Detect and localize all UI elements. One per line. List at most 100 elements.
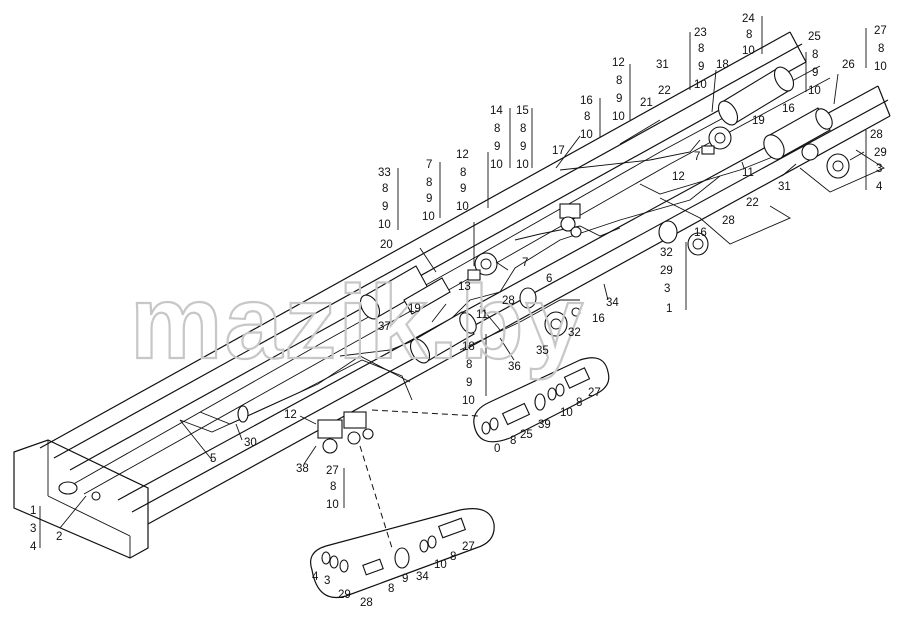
callout-8: 8 xyxy=(450,551,456,563)
valves xyxy=(58,126,850,501)
callout-9: 9 xyxy=(812,67,818,79)
callout-25: 25 xyxy=(520,429,533,441)
callout-20: 20 xyxy=(380,239,393,251)
callout-30: 30 xyxy=(244,437,257,449)
detail-group-lower xyxy=(310,508,495,598)
callout-4: 4 xyxy=(30,541,37,553)
tank-front-upper xyxy=(359,265,429,320)
callout-32: 32 xyxy=(660,247,673,259)
coupling-head xyxy=(58,481,78,495)
callout-8: 8 xyxy=(426,177,432,189)
callout-17: 17 xyxy=(552,145,565,157)
callout-8: 8 xyxy=(388,583,394,595)
callout-2: 2 xyxy=(56,531,62,543)
callout-10: 10 xyxy=(434,559,447,571)
callout-9: 9 xyxy=(494,141,500,153)
callout-18: 18 xyxy=(462,341,475,353)
callout-5: 5 xyxy=(210,453,216,465)
callout-16: 16 xyxy=(782,103,795,115)
callout-12: 12 xyxy=(456,149,469,161)
callout-28: 28 xyxy=(870,129,883,141)
detail-lower-pointer xyxy=(359,445,393,549)
chamber-front xyxy=(519,287,581,337)
callout-3: 3 xyxy=(664,283,670,295)
callout-10: 10 xyxy=(490,159,503,171)
callout-7: 7 xyxy=(426,159,432,171)
callout-19: 19 xyxy=(752,115,765,127)
callout-8: 8 xyxy=(460,167,466,179)
callout-33: 33 xyxy=(378,167,391,179)
callout-10: 10 xyxy=(462,395,475,407)
callout-7: 7 xyxy=(694,151,700,163)
callout-10: 10 xyxy=(456,201,469,213)
right-rail-top xyxy=(117,85,879,501)
callout-24: 24 xyxy=(742,13,755,25)
detail-upper-pointer xyxy=(371,409,479,417)
callout-10: 10 xyxy=(694,79,707,91)
callout-28: 28 xyxy=(722,215,735,227)
callout-34: 34 xyxy=(416,571,429,583)
valve-block-front xyxy=(317,411,374,454)
chamber-rear-right xyxy=(801,143,850,179)
callout-10: 10 xyxy=(516,159,529,171)
callout-29: 29 xyxy=(338,589,351,601)
tank-rear-upper xyxy=(717,66,795,126)
callout-32: 32 xyxy=(568,327,581,339)
callout-37: 37 xyxy=(378,321,391,333)
callout-21: 21 xyxy=(640,97,653,109)
callout-8: 8 xyxy=(382,183,388,195)
callout-10: 10 xyxy=(808,85,821,97)
callout-29: 29 xyxy=(660,265,673,277)
callout-8: 8 xyxy=(812,49,818,61)
callout-8: 8 xyxy=(510,435,516,447)
callout-11: 11 xyxy=(742,167,754,179)
callout-9: 9 xyxy=(402,573,408,585)
callout-1: 1 xyxy=(30,505,36,517)
callout-8: 8 xyxy=(616,75,622,87)
callout-14: 14 xyxy=(490,105,503,117)
callout-15: 15 xyxy=(516,105,529,117)
callout-27: 27 xyxy=(462,541,475,553)
callout-39: 39 xyxy=(538,419,551,431)
callout-12: 12 xyxy=(612,57,625,69)
callout-1: 1 xyxy=(666,303,672,315)
callout-10: 10 xyxy=(378,219,391,231)
callout-9: 9 xyxy=(616,93,622,105)
callout-6: 6 xyxy=(546,273,552,285)
callout-12: 12 xyxy=(672,171,685,183)
callout-3: 3 xyxy=(876,163,882,175)
callout-8: 8 xyxy=(520,123,526,135)
part-callouts: 24 8 10 23 8 9 10 25 8 9 10 27 8 10 26 1… xyxy=(30,13,887,609)
callout-7: 7 xyxy=(522,257,528,269)
callout-38: 38 xyxy=(296,463,309,475)
callout-10: 10 xyxy=(874,61,887,73)
callout-8: 8 xyxy=(698,43,704,55)
callout-31: 31 xyxy=(656,59,669,71)
callout-16: 16 xyxy=(580,95,593,107)
callout-9: 9 xyxy=(382,201,388,213)
callout-19: 19 xyxy=(408,303,421,315)
callout-26: 26 xyxy=(842,59,855,71)
callout-22: 22 xyxy=(746,197,759,209)
callout-10: 10 xyxy=(560,407,573,419)
callout-27: 27 xyxy=(874,25,887,37)
leader-lines xyxy=(39,16,867,549)
callout-25: 25 xyxy=(808,31,821,43)
valve-front xyxy=(467,252,498,281)
callout-8: 8 xyxy=(494,123,500,135)
callout-8: 8 xyxy=(878,43,884,55)
callout-8: 8 xyxy=(576,397,582,409)
callout-11: 11 xyxy=(476,309,488,321)
callout-0: 0 xyxy=(494,443,500,455)
callout-8: 8 xyxy=(746,29,752,41)
callout-27: 27 xyxy=(326,465,339,477)
callout-10: 10 xyxy=(612,111,625,123)
callout-22: 22 xyxy=(658,85,671,97)
callout-3: 3 xyxy=(324,575,330,587)
callout-8: 8 xyxy=(584,111,590,123)
callout-36: 36 xyxy=(508,361,521,373)
callout-10: 10 xyxy=(580,129,593,141)
callout-9: 9 xyxy=(520,141,526,153)
callout-9: 9 xyxy=(460,183,466,195)
